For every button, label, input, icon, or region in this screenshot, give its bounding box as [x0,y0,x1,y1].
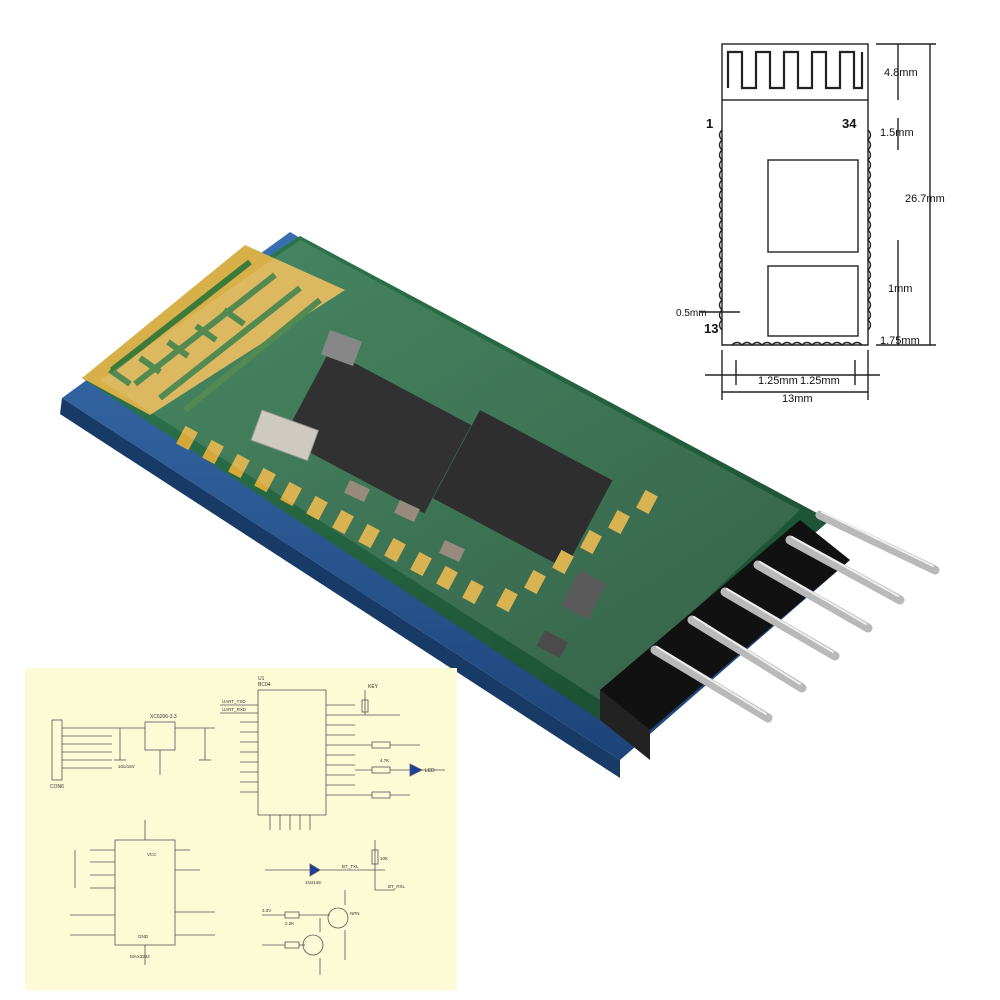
schottky-diode [309,863,321,877]
shield-lower [767,265,859,337]
side-pads [176,425,658,613]
chip-flash [433,410,613,569]
label-vcc: VCC [147,852,157,857]
label-module: BC04 [258,682,271,688]
dim-bottom-margin: 1.75mm [880,335,920,347]
pin-label-first: 1 [706,116,713,131]
schematic-wires [51,689,445,975]
dim-pad-width: 1mm [888,283,912,295]
label-regulator: XC6206-3.3 [150,714,177,720]
dim-left-offset: 1.25mm [758,375,798,387]
transistor-q1 [302,934,324,956]
crystal [250,409,320,462]
label-diode: 1N4148 [305,880,321,885]
pin-4 [720,587,840,661]
dim-total-width: 13mm [782,393,813,405]
label-key: KEY [368,684,379,690]
label-max-chip: MAX3232 [130,954,150,959]
led-diode [409,763,423,777]
main-pcb [82,236,830,720]
dim-pad-notch: 0.5mm [676,308,707,319]
label-uart-txd: UART_TXD [222,699,246,704]
pin-2 [785,535,905,605]
dim-total-length: 26.7mm [905,193,945,205]
label-r2: 2.2K [285,921,294,926]
header-pins [600,510,940,760]
transistor-q2 [327,907,349,929]
label-cap: 10u/16V [118,764,135,769]
pin-label-side: 13 [704,321,718,336]
right-castellation [867,129,872,331]
label-led: LED [425,768,435,774]
pin-label-last: 34 [842,116,857,131]
label-uart-rxd: UART_RXD [222,707,247,712]
label-3v3: 3.3V [262,908,271,913]
dim-pad-spacing-top: 1.5mm [880,127,914,139]
shield-upper [767,159,859,253]
heat-shrink [100,240,800,700]
antenna-outline [721,43,869,101]
label-module-ref: U1 [258,676,265,682]
label-r1: 4.7K [380,758,389,763]
label-r3: 10K [380,856,388,861]
pin-header-block [600,520,850,760]
pin-1 [815,510,940,575]
pin-6 [650,645,773,723]
label-gnd: GND [138,934,149,939]
label-transistor: NPN [350,911,360,916]
connector-con6 [51,719,63,781]
pin-5 [687,615,807,693]
label-connector: CON6 [50,784,64,790]
schematic-background [25,668,457,990]
antenna-trace [108,259,322,413]
module-outline [721,100,869,346]
antenna-zigzag [726,50,864,90]
dim-antenna-height: 4.8mm [884,67,918,79]
dim-right-offset: 1.25mm [800,375,840,387]
label-bt-rxl: BT_RXL [388,884,406,889]
bottom-castellation [731,341,863,346]
chip-main [283,350,472,514]
left-castellation [718,129,723,331]
bc04-module [257,689,327,816]
label-bt-txl: BT_TXL [342,864,359,869]
pin-3 [753,560,873,633]
